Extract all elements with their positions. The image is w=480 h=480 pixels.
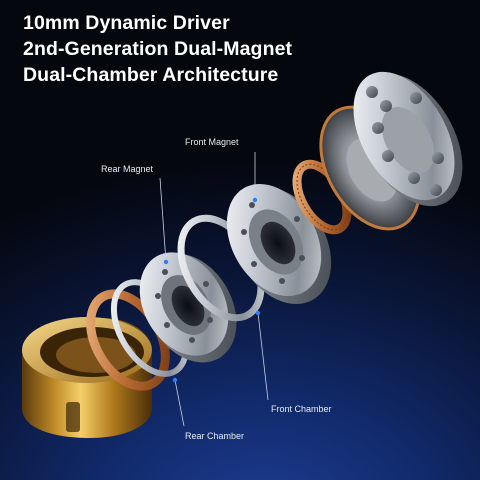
front-chamber-leader	[257, 312, 269, 401]
rear-magnet-leader	[159, 177, 167, 263]
rear-chamber-cup	[22, 317, 152, 438]
callout-markers	[163, 197, 261, 383]
front-chamber-label: Front Chamber	[271, 404, 332, 414]
headline-line-2: 2nd-Generation Dual-Magnet	[23, 38, 293, 60]
rear-chamber-label: Rear Chamber	[185, 431, 245, 441]
headline: 10mm Dynamic Driver 2nd-Generation Dual-…	[23, 10, 292, 88]
front-plate	[353, 71, 463, 207]
rear-magnet-marker	[163, 259, 169, 265]
rear-magnet-label: Rear Magnet	[101, 164, 154, 174]
front-chamber-marker	[255, 310, 261, 316]
front-magnet-label: Front Magnet	[185, 137, 239, 147]
headline-line-3: Dual-Chamber Architecture	[23, 64, 279, 86]
callout-lines	[159, 152, 269, 427]
rear-magnet	[139, 252, 237, 363]
headline-line-1: 10mm Dynamic Driver	[23, 12, 230, 34]
rear-chamber-leader	[174, 379, 185, 427]
front-magnet-marker	[252, 197, 258, 203]
rear-chamber-marker	[172, 377, 178, 383]
